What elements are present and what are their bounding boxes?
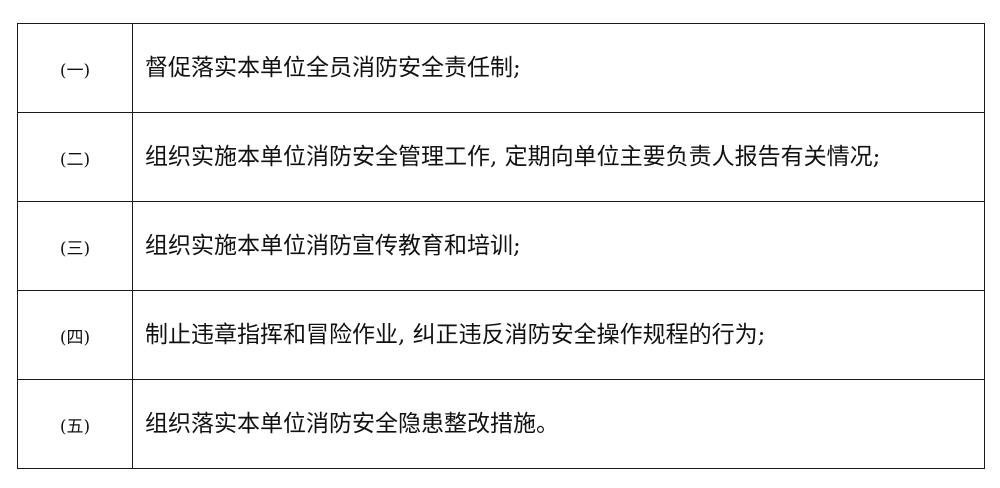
item-number: (四) <box>17 290 133 380</box>
table-row: (四) 制止违章指挥和冒险作业, 纠正违反消防安全操作规程的行为; <box>17 290 985 380</box>
item-text: 督促落实本单位全员消防安全责任制; <box>132 23 985 113</box>
item-number: (一) <box>17 23 133 113</box>
duty-table: (一) 督促落实本单位全员消防安全责任制; (二) 组织实施本单位消防安全管理工… <box>17 23 985 469</box>
item-text: 组织实施本单位消防安全管理工作, 定期向单位主要负责人报告有关情况; <box>132 112 985 202</box>
table-row: (二) 组织实施本单位消防安全管理工作, 定期向单位主要负责人报告有关情况; <box>17 112 985 202</box>
item-text: 组织实施本单位消防宣传教育和培训; <box>132 201 985 291</box>
item-text: 制止违章指挥和冒险作业, 纠正违反消防安全操作规程的行为; <box>132 290 985 380</box>
item-number: (二) <box>17 112 133 202</box>
item-number: (五) <box>17 379 133 469</box>
table-row: (一) 督促落实本单位全员消防安全责任制; <box>17 23 985 113</box>
item-number: (三) <box>17 201 133 291</box>
item-text: 组织落实本单位消防安全隐患整改措施。 <box>132 379 985 469</box>
table-row: (五) 组织落实本单位消防安全隐患整改措施。 <box>17 379 985 469</box>
table-row: (三) 组织实施本单位消防宣传教育和培训; <box>17 201 985 291</box>
